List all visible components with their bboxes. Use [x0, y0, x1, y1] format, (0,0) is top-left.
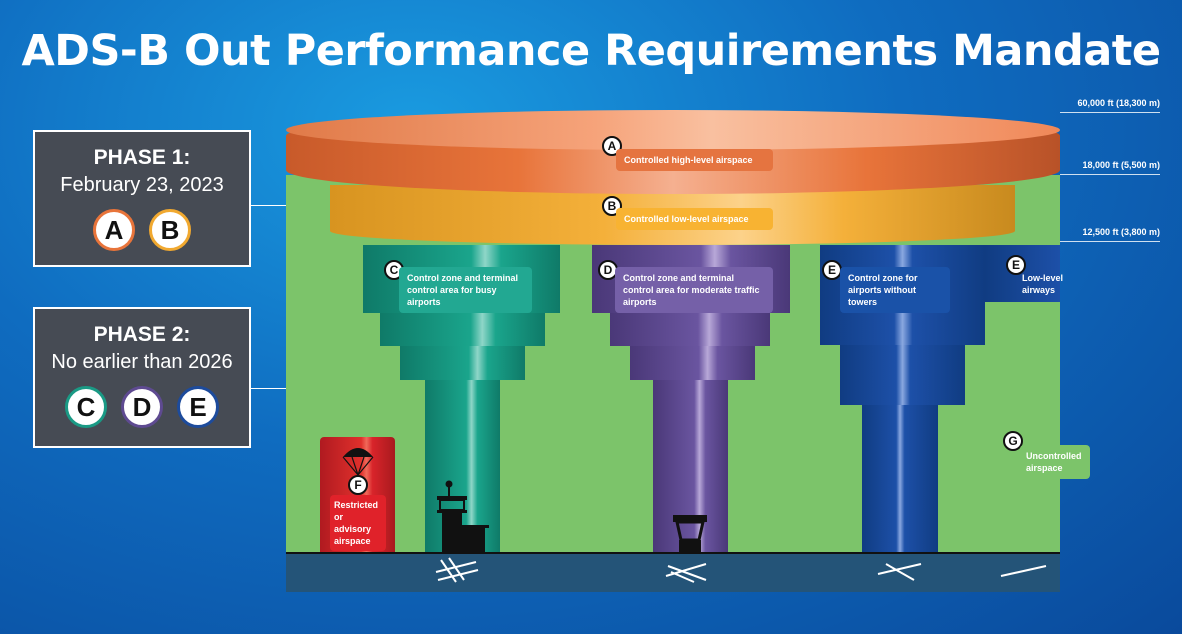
class-c-tier-2 — [380, 313, 545, 346]
altitude-60000: 60,000 ft (18,300 m) — [1077, 98, 1160, 108]
class-c-tier-3 — [400, 346, 525, 380]
circle-d: D — [598, 260, 618, 280]
class-c-badge: C — [65, 386, 107, 428]
circle-e: E — [822, 260, 842, 280]
altitude-18000: 18,000 ft (5,500 m) — [1082, 160, 1160, 170]
circle-g: G — [1003, 431, 1023, 451]
class-d-tier-2 — [610, 313, 770, 346]
class-e-column — [862, 405, 938, 553]
class-e-badge: E — [177, 386, 219, 428]
phase-2-heading: PHASE 2: — [93, 323, 191, 346]
connector-line — [251, 205, 303, 206]
label-e: Control zone for airports without towers — [840, 267, 950, 313]
label-e-airways: Low-level airways — [1022, 273, 1064, 295]
label-a: Controlled high-level airspace — [616, 149, 773, 171]
runway-icons — [435, 557, 1047, 583]
small-tower-icon — [673, 515, 707, 553]
altitude-line — [1060, 112, 1160, 113]
class-b-badge: B — [149, 209, 191, 251]
phase-1-box: PHASE 1: February 23, 2023 A B — [33, 130, 251, 267]
label-d: Control zone and terminal control area f… — [615, 267, 773, 313]
class-c-column — [425, 380, 500, 553]
class-d-column — [653, 380, 728, 553]
altitude-line — [1060, 174, 1160, 175]
class-d-tier-3 — [630, 346, 755, 380]
connector-line — [251, 388, 303, 389]
circle-e-airways: E — [1006, 255, 1026, 275]
phase-1-heading: PHASE 1: — [93, 146, 191, 169]
label-c: Control zone and terminal control area f… — [399, 267, 532, 313]
class-a-badge: A — [93, 209, 135, 251]
class-a-disk-top — [286, 110, 1060, 150]
phase-2-box: PHASE 2: No earlier than 2026 C D E — [33, 307, 251, 448]
circle-f: F — [348, 475, 368, 495]
label-b: Controlled low-level airspace — [616, 208, 773, 230]
altitude-line — [1060, 241, 1160, 242]
class-e-tier-2 — [840, 345, 965, 405]
label-f: Restricted or advisory airspace — [330, 495, 386, 551]
phase-2-date: No earlier than 2026 — [51, 351, 233, 373]
control-tower-icon — [437, 480, 489, 553]
parachute-icon — [342, 448, 374, 477]
class-d-badge: D — [121, 386, 163, 428]
label-g: Uncontrolled airspace — [1020, 445, 1090, 479]
altitude-12500: 12,500 ft (3,800 m) — [1082, 227, 1160, 237]
phase-1-date: February 23, 2023 — [60, 174, 224, 196]
low-level-airways-block — [985, 245, 1060, 302]
page-title: ADS-B Out Performance Requirements Manda… — [21, 26, 1161, 76]
